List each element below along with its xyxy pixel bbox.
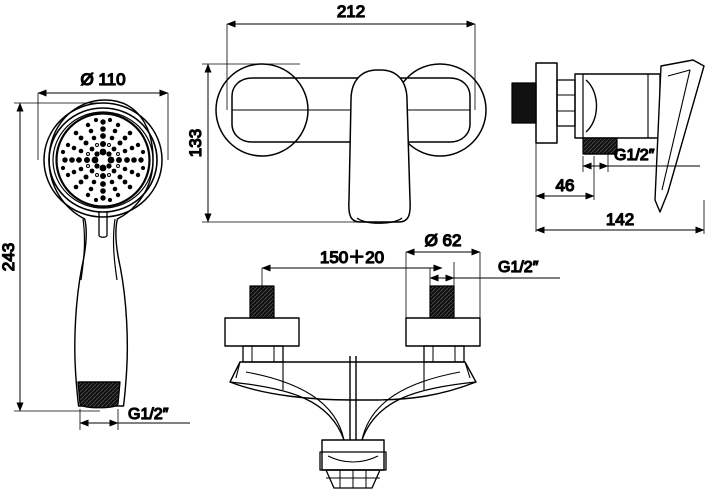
bottom-body-shell xyxy=(229,361,477,401)
dim-side-thread-text: G1/2″ xyxy=(614,147,655,164)
dimension-side-thread: G1/2″ xyxy=(582,146,700,172)
handset-face-plate xyxy=(55,112,151,208)
dim-side-projection-total-text: 142 xyxy=(606,210,634,229)
dim-mixer-height-text: 133 xyxy=(186,129,205,157)
right-eccentric-assembly xyxy=(405,285,481,363)
handset-head-outer xyxy=(43,102,163,218)
dim-bottom-thread-text: G1/2″ xyxy=(498,259,539,276)
bottom-outlet-connector xyxy=(319,439,387,489)
handset-front-view xyxy=(43,99,163,409)
dim-mixer-width-text: 212 xyxy=(337,2,365,21)
dim-escutcheon-diameter-text: Ø 62 xyxy=(425,231,462,250)
mixer-lever-handle xyxy=(348,69,411,223)
wall-flange-plate xyxy=(535,62,558,144)
dimension-side-projection-small: 46 xyxy=(535,143,595,232)
spray-nozzle-pattern xyxy=(60,117,146,203)
dim-side-projection-small-text: 46 xyxy=(556,176,575,195)
dim-handset-length-text: 243 xyxy=(0,243,18,271)
side-hex-nut xyxy=(556,79,576,127)
dimension-inlet-centres: 150＋20 xyxy=(261,247,443,290)
left-eccentric-assembly xyxy=(224,285,300,363)
dimension-bottom-thread: G1/2″ xyxy=(429,258,560,290)
dim-handset-thread-text: G1/2″ xyxy=(128,406,169,423)
side-lever-handle xyxy=(654,59,705,213)
dimension-side-projection-total: 142 xyxy=(535,200,705,234)
handset-thread-collar xyxy=(77,381,121,409)
dimension-handset-length: 243 xyxy=(0,102,100,412)
side-outlet-thread xyxy=(582,137,618,155)
mixer-side-view xyxy=(511,59,705,213)
dimension-mixer-width: 212 xyxy=(226,1,476,110)
side-body xyxy=(574,73,661,139)
dim-handset-diameter-text: Ø 110 xyxy=(80,70,125,89)
dimension-mixer-height: 133 xyxy=(185,63,360,223)
wall-inlet-stub xyxy=(511,82,537,124)
mixer-front-view xyxy=(215,63,487,224)
mixer-body-bar xyxy=(231,77,471,143)
handset-mode-slot xyxy=(98,212,108,238)
dimension-handset-thread: G1/2″ xyxy=(79,405,190,430)
dim-inlet-centres-text: 150＋20 xyxy=(320,248,384,267)
dimension-escutcheon-diameter: Ø 62 xyxy=(405,230,481,320)
dimension-handset-diameter: Ø 110 xyxy=(37,69,169,160)
mixer-bottom-view xyxy=(224,285,481,489)
